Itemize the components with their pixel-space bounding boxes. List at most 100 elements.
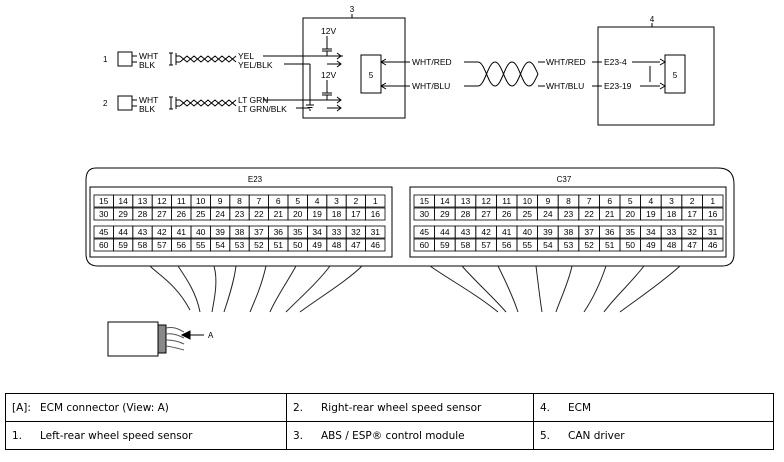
pin-number: 25 bbox=[523, 209, 533, 219]
pin-number: 57 bbox=[481, 240, 491, 250]
abs-can-driver-box bbox=[360, 54, 382, 94]
pin-number: 38 bbox=[564, 227, 574, 237]
view-label: A bbox=[208, 331, 214, 340]
pin-number: 10 bbox=[523, 196, 533, 206]
pin-number: 9 bbox=[218, 196, 223, 206]
connector-e23-face bbox=[89, 186, 393, 258]
ecm-label: 4 bbox=[650, 15, 655, 24]
pin-number: 35 bbox=[626, 227, 636, 237]
pin-number: 40 bbox=[196, 227, 206, 237]
pin-number: 52 bbox=[584, 240, 594, 250]
pin-number: 45 bbox=[99, 227, 109, 237]
pin-number: 20 bbox=[293, 209, 303, 219]
pin-number: 14 bbox=[118, 196, 128, 206]
pin-number: 46 bbox=[708, 240, 718, 250]
abs-internal-circuit bbox=[306, 36, 343, 112]
abs-module-label: 3 bbox=[350, 5, 355, 14]
pin-number: 33 bbox=[332, 227, 342, 237]
legend-cell-abs-module: 3.ABS / ESP® control module bbox=[286, 421, 534, 450]
pin-number: 35 bbox=[293, 227, 303, 237]
pin-number: 36 bbox=[605, 227, 615, 237]
pin-number: 8 bbox=[237, 196, 242, 206]
pin-number: 31 bbox=[708, 227, 718, 237]
pin-number: 59 bbox=[440, 240, 450, 250]
terminal-can-high: E23-4 bbox=[604, 57, 627, 67]
pin-number: 7 bbox=[587, 196, 592, 206]
pin-cell bbox=[365, 207, 386, 221]
pin-number: 58 bbox=[461, 240, 471, 250]
pin-number: 38 bbox=[235, 227, 245, 237]
pin-number: 32 bbox=[687, 227, 697, 237]
abs-can-driver-label: 5 bbox=[369, 71, 374, 80]
legend-key: 5. bbox=[540, 429, 551, 442]
pin-number: 10 bbox=[196, 196, 206, 206]
legend-cell-right-sensor: 2.Right-rear wheel speed sensor bbox=[286, 393, 534, 422]
pin-number: 5 bbox=[628, 196, 633, 206]
pin-number: 37 bbox=[254, 227, 264, 237]
pin-number: 12 bbox=[481, 196, 491, 206]
pin-number: 16 bbox=[371, 209, 381, 219]
right-rear-sensor bbox=[117, 95, 327, 111]
ecm-can-driver-label: 5 bbox=[673, 71, 678, 80]
supply-label-1: 12V bbox=[321, 26, 336, 36]
ecm-can-driver-box bbox=[664, 54, 686, 94]
pin-number: 27 bbox=[157, 209, 167, 219]
pin-number: 24 bbox=[215, 209, 225, 219]
pin-number: 42 bbox=[157, 227, 167, 237]
wire-label-right-wht: WHT bbox=[139, 95, 158, 105]
legend-cell-view-a: [A]:ECM connector (View: A) bbox=[5, 393, 287, 422]
pin-number: 5 bbox=[295, 196, 300, 206]
legend-text: ABS / ESP® control module bbox=[321, 429, 465, 442]
sensor-left-number: 1 bbox=[103, 55, 108, 64]
legend-text: CAN driver bbox=[568, 429, 625, 442]
pin-number: 53 bbox=[235, 240, 245, 250]
pin-number: 54 bbox=[215, 240, 225, 250]
pin-number: 16 bbox=[708, 209, 718, 219]
pin-number: 54 bbox=[543, 240, 553, 250]
pin-number: 42 bbox=[481, 227, 491, 237]
legend-text: ECM connector (View: A) bbox=[40, 401, 169, 414]
connector-body bbox=[85, 167, 735, 267]
pin-number: 48 bbox=[332, 240, 342, 250]
pin-number: 56 bbox=[177, 240, 187, 250]
pin-number: 58 bbox=[138, 240, 148, 250]
pin-number: 1 bbox=[710, 196, 715, 206]
pin-number: 33 bbox=[667, 227, 677, 237]
legend-table: [A]:ECM connector (View: A) 2.Right-rear… bbox=[5, 393, 774, 450]
wire-label-lt-grn: LT GRN bbox=[238, 95, 268, 105]
pin-number: 8 bbox=[566, 196, 571, 206]
pin-number: 18 bbox=[667, 209, 677, 219]
pin-number: 51 bbox=[274, 240, 284, 250]
pin-cell bbox=[702, 238, 724, 252]
pin-number: 12 bbox=[157, 196, 167, 206]
pin-number: 60 bbox=[99, 240, 109, 250]
pin-number: 11 bbox=[502, 196, 511, 206]
wire-label-lt-grn-blk: LT GRN/BLK bbox=[238, 104, 287, 114]
pin-number: 43 bbox=[461, 227, 471, 237]
pin-number: 2 bbox=[354, 196, 359, 206]
wire-label-right-blk: BLK bbox=[139, 104, 155, 114]
pin-number: 7 bbox=[257, 196, 262, 206]
pin-cell bbox=[365, 225, 386, 239]
connector-c37-label: C37 bbox=[557, 175, 572, 184]
pin-number: 34 bbox=[312, 227, 322, 237]
pin-number: 22 bbox=[254, 209, 264, 219]
legend-text: ECM bbox=[568, 401, 592, 414]
wire-label-left-wht: WHT bbox=[139, 51, 158, 61]
pin-number: 52 bbox=[254, 240, 264, 250]
connector-e23-label: E23 bbox=[248, 175, 263, 184]
legend-cell-ecm: 4.ECM bbox=[533, 393, 774, 422]
pin-number: 43 bbox=[138, 227, 148, 237]
pin-number: 9 bbox=[546, 196, 551, 206]
pin-number: 30 bbox=[99, 209, 109, 219]
pin-number: 1 bbox=[373, 196, 378, 206]
view-arrow bbox=[180, 330, 204, 340]
pin-number: 3 bbox=[334, 196, 339, 206]
wire-label-can-high-1: WHT/RED bbox=[412, 57, 452, 67]
pin-number: 17 bbox=[687, 209, 697, 219]
pin-number: 41 bbox=[502, 227, 512, 237]
pin-number: 57 bbox=[157, 240, 167, 250]
pin-number: 23 bbox=[564, 209, 574, 219]
pin-cell bbox=[702, 194, 724, 208]
